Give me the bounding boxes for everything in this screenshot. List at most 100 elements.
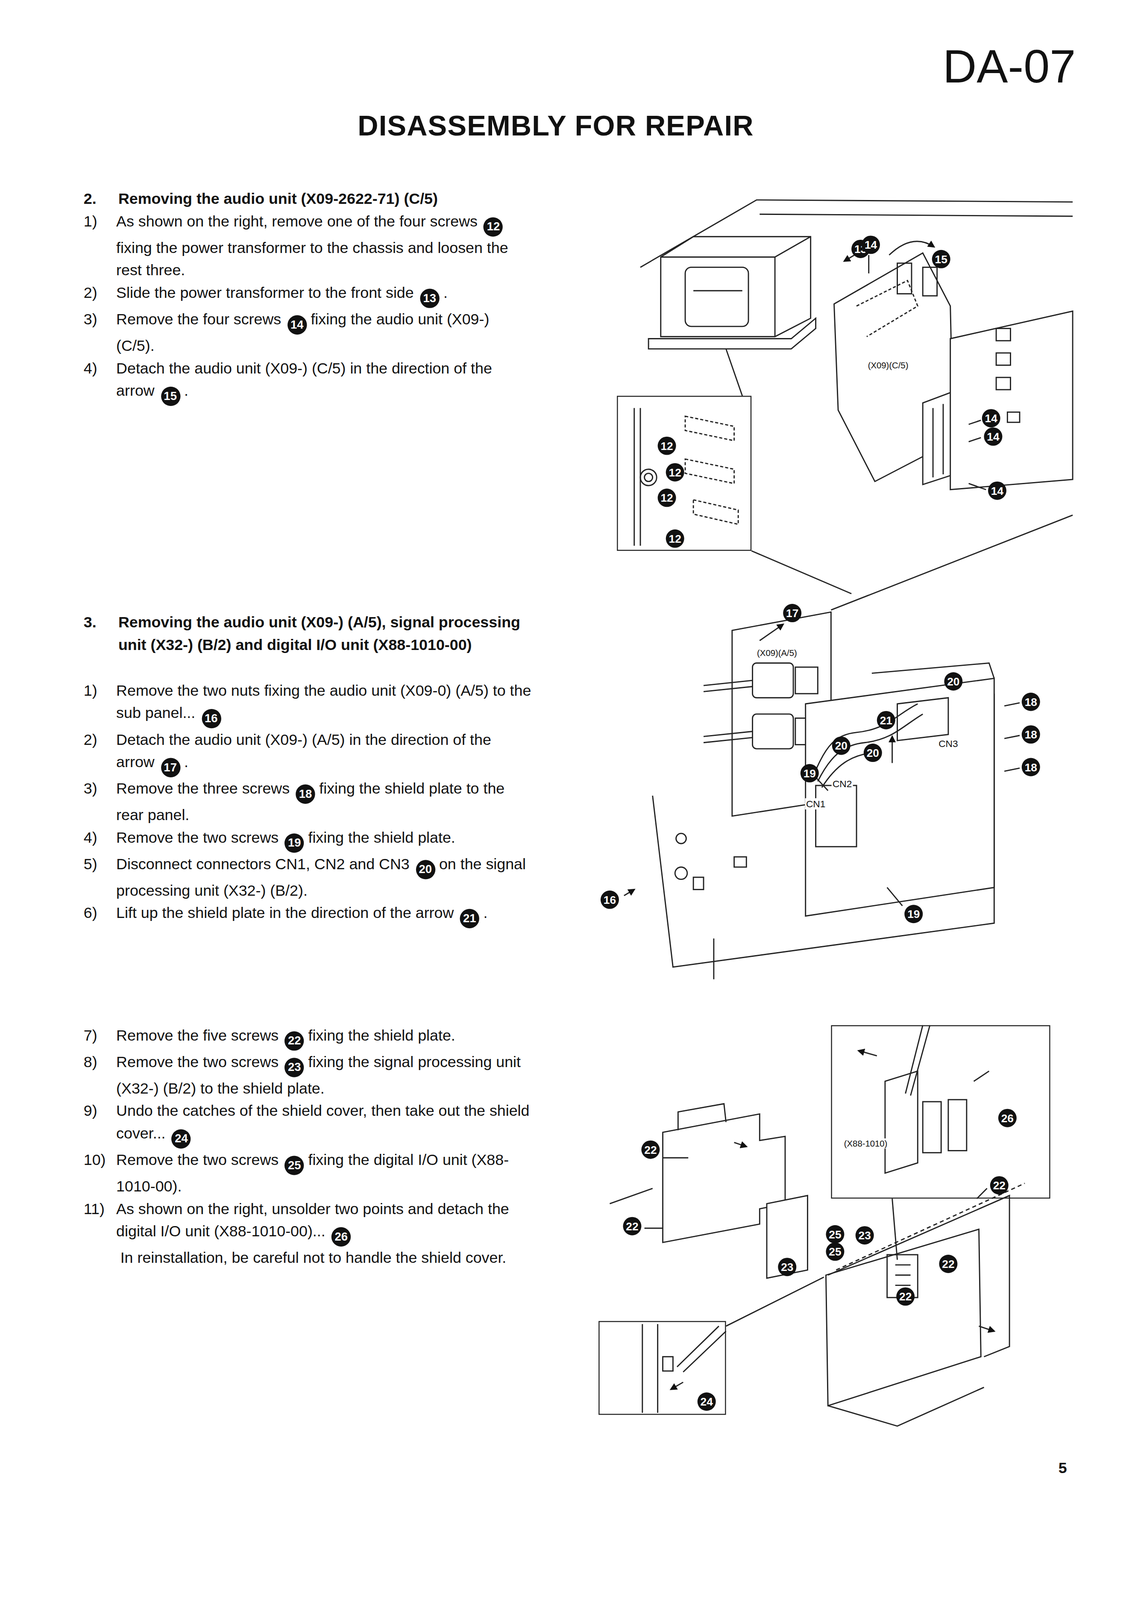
line-art bbox=[685, 458, 735, 484]
step-text: As shown on the right, remove one of the… bbox=[116, 211, 478, 230]
callout-number: 18 bbox=[295, 784, 315, 804]
step-body: In reinstallation, be careful not to han… bbox=[120, 1246, 533, 1269]
callout-number: 13 bbox=[419, 288, 440, 308]
line-art bbox=[624, 888, 635, 895]
callout-number: 14 bbox=[982, 408, 1001, 428]
step-number: 8) bbox=[83, 1050, 98, 1074]
instruction-step: 6)Lift up the shield plate in the direct… bbox=[83, 901, 533, 928]
line-art bbox=[1007, 411, 1020, 423]
step-body: Disconnect connectors CN1, CN2 and CN3 20… bbox=[116, 852, 533, 902]
callout-number: 26 bbox=[998, 1108, 1017, 1127]
step-body: Detach the audio unit (X09-) (C/5) in th… bbox=[116, 356, 533, 406]
line-art bbox=[644, 1227, 663, 1229]
callout-number: 12 bbox=[665, 463, 685, 482]
step-text: Slide the power transformer to the front… bbox=[116, 283, 414, 302]
callout-number: 22 bbox=[990, 1175, 1009, 1194]
line-art bbox=[1004, 735, 1020, 739]
callout-number: 20 bbox=[415, 859, 435, 879]
line-art bbox=[942, 403, 945, 475]
instruction-step: 1)As shown on the right, remove one of t… bbox=[83, 210, 533, 282]
line-art bbox=[895, 1273, 911, 1276]
line-art bbox=[644, 473, 653, 482]
line-art bbox=[887, 887, 903, 906]
line-art bbox=[693, 290, 743, 292]
line-art bbox=[892, 1198, 898, 1260]
callout-number: 17 bbox=[160, 757, 180, 778]
step-body: Remove the two screws23fixing the signal… bbox=[116, 1050, 533, 1100]
line-art bbox=[734, 856, 747, 867]
line-art bbox=[676, 832, 687, 844]
line-art bbox=[774, 236, 811, 258]
line-art bbox=[976, 1187, 988, 1199]
page-number: 5 bbox=[1058, 1457, 1068, 1476]
part-label: CN2 bbox=[831, 777, 854, 789]
step-body: Remove the two screws25fixing the digita… bbox=[116, 1148, 533, 1198]
step-number: 4) bbox=[83, 356, 98, 380]
line-art bbox=[827, 1386, 984, 1426]
line-art bbox=[703, 730, 753, 737]
instruction-step: 7)Remove the five screws22fixing the shi… bbox=[83, 1023, 533, 1051]
callout-number: 23 bbox=[855, 1225, 874, 1244]
line-art bbox=[640, 199, 1073, 268]
line-art bbox=[641, 1323, 643, 1413]
line-art bbox=[703, 680, 753, 686]
line-art bbox=[825, 1228, 981, 1405]
step-body: Slide the power transformer to the front… bbox=[116, 281, 533, 308]
line-art bbox=[640, 469, 657, 486]
step-number: 10) bbox=[83, 1148, 106, 1171]
callout-number: 16 bbox=[201, 708, 221, 728]
step-body: Removing the audio unit (X09-) (A/5), si… bbox=[118, 610, 533, 656]
step-text: Remove the two screws bbox=[116, 1052, 279, 1070]
line-art bbox=[703, 737, 753, 743]
instruction-step: 4)Remove the two screws19fixing the shie… bbox=[83, 825, 533, 853]
callout-number: 14 bbox=[861, 235, 880, 254]
heading-text: Removing the audio unit (X09-2622-71) (C… bbox=[118, 189, 438, 208]
step-text: Remove the two screws bbox=[116, 827, 279, 846]
callout-number: 18 bbox=[1021, 724, 1041, 744]
line-art bbox=[752, 713, 794, 749]
line-art bbox=[871, 662, 995, 679]
line-art bbox=[660, 256, 775, 258]
illustration-1 bbox=[634, 199, 1073, 610]
line-art bbox=[633, 407, 635, 546]
line-art bbox=[996, 377, 1011, 390]
line-art bbox=[751, 550, 852, 594]
part-label: CN1 bbox=[805, 797, 827, 810]
callout-number: 19 bbox=[800, 763, 819, 783]
step-body: Remove the five screws22fixing the shiel… bbox=[116, 1023, 533, 1051]
step-text: Disconnect connectors CN1, CN2 and CN3 bbox=[116, 854, 410, 872]
step-text: Lift up the shield plate in the directio… bbox=[116, 903, 454, 921]
line-art bbox=[844, 255, 855, 262]
line-art bbox=[910, 1024, 930, 1096]
callout-number: 14 bbox=[988, 481, 1007, 500]
callout-number: 22 bbox=[284, 1030, 305, 1050]
line-art bbox=[766, 1195, 808, 1278]
line-art bbox=[726, 1276, 825, 1326]
part-label: CN3 bbox=[937, 737, 959, 749]
step-text: . bbox=[483, 903, 488, 921]
step-number: 2) bbox=[83, 727, 98, 751]
line-art bbox=[897, 263, 912, 294]
callout-number: 20 bbox=[832, 736, 851, 755]
line-art bbox=[759, 214, 1073, 217]
step-body: As shown on the right, unsolder two poin… bbox=[116, 1196, 533, 1247]
line-art bbox=[648, 318, 816, 349]
callout-number: 22 bbox=[641, 1140, 660, 1159]
line-art bbox=[948, 1099, 967, 1150]
callout-number: 22 bbox=[938, 1254, 958, 1273]
model-number: DA-07 bbox=[887, 38, 1077, 94]
callout-number: 14 bbox=[983, 427, 1003, 446]
line-art bbox=[683, 1330, 726, 1372]
step-text: . bbox=[443, 283, 448, 302]
callout-number: 12 bbox=[483, 217, 503, 237]
step-text: fixing the power transformer to the chas… bbox=[116, 238, 509, 279]
callout-number: 17 bbox=[783, 603, 802, 622]
line-art bbox=[968, 419, 982, 425]
step-text: As shown on the right, unsolder two poin… bbox=[116, 1199, 510, 1239]
step-text: Remove the five screws bbox=[116, 1025, 279, 1044]
inset-detail-box: 24 bbox=[598, 1320, 726, 1415]
line-art bbox=[712, 938, 715, 979]
line-art bbox=[662, 1356, 674, 1371]
instruction-step: 10) Remove the two screws25fixing the dig… bbox=[83, 1148, 533, 1198]
illustration-3 bbox=[609, 1024, 1025, 1426]
